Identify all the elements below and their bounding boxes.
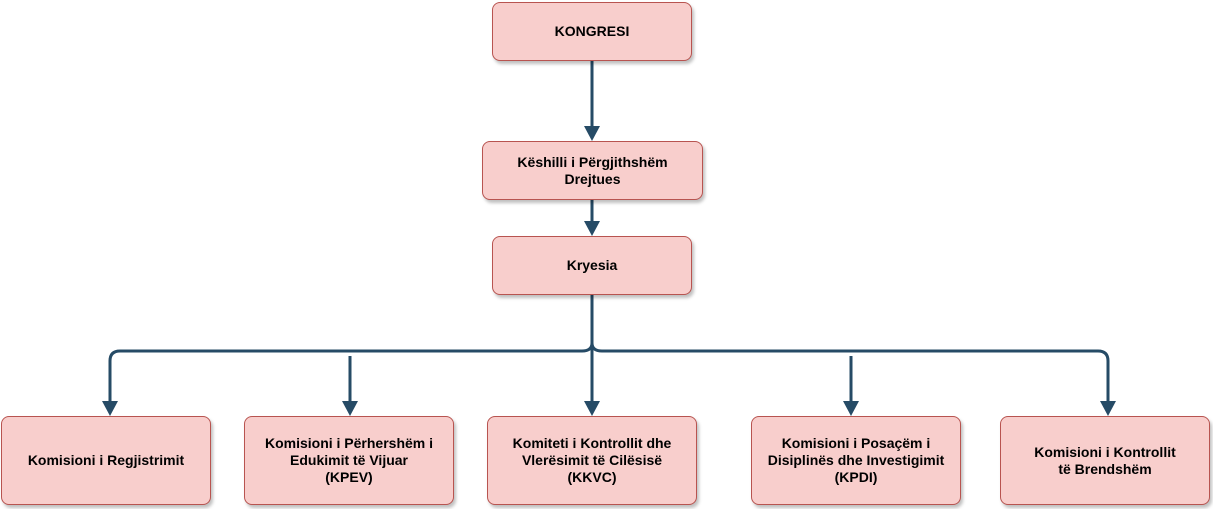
arrowhead-brendshem (1100, 401, 1116, 416)
node-kkvc-label: Komiteti i Kontrollit dhe Vlerësimit të … (512, 435, 672, 485)
node-regjistrimit-label: Komisioni i Regjistrimit (27, 452, 185, 468)
node-keshilli-label: Këshilli i Përgjithshëm Drejtues (517, 153, 668, 187)
node-kongresi: KONGRESI (492, 2, 692, 61)
node-kongresi-label: KONGRESI (554, 23, 630, 39)
arrowhead-kpev (342, 401, 358, 416)
edge-kryesia-regjistrimit (108, 342, 594, 402)
node-regjistrimit: Komisioni i Regjistrimit (1, 416, 211, 505)
node-kryesia: Kryesia (492, 236, 692, 295)
arrowhead-kkvc (584, 401, 600, 416)
arrowhead-keshilli (584, 126, 600, 141)
node-kkvc: Komiteti i Kontrollit dhe Vlerësimit të … (487, 416, 697, 505)
node-kpev-label: Komisioni i Përhershëm i Edukimit të Vij… (264, 435, 434, 485)
node-kpdi: Komisioni i Posaçëm i Disiplinës dhe Inv… (751, 416, 961, 505)
node-kpev: Komisioni i Përhershëm i Edukimit të Vij… (244, 416, 454, 505)
arrowhead-kpdi (843, 401, 859, 416)
node-keshilli: Këshilli i Përgjithshëm Drejtues (482, 141, 703, 200)
arrowhead-kryesia (584, 221, 600, 236)
node-brendshem-label: Komisioni i Kontrollit të Brendshëm (1034, 443, 1176, 477)
node-brendshem: Komisioni i Kontrollit të Brendshëm (1000, 416, 1210, 505)
node-kryesia-label: Kryesia (566, 257, 618, 273)
edge-kryesia-brendshem (590, 342, 1110, 402)
arrowhead-regjistrimit (102, 401, 118, 416)
node-kpdi-label: Komisioni i Posaçëm i Disiplinës dhe Inv… (767, 435, 945, 485)
